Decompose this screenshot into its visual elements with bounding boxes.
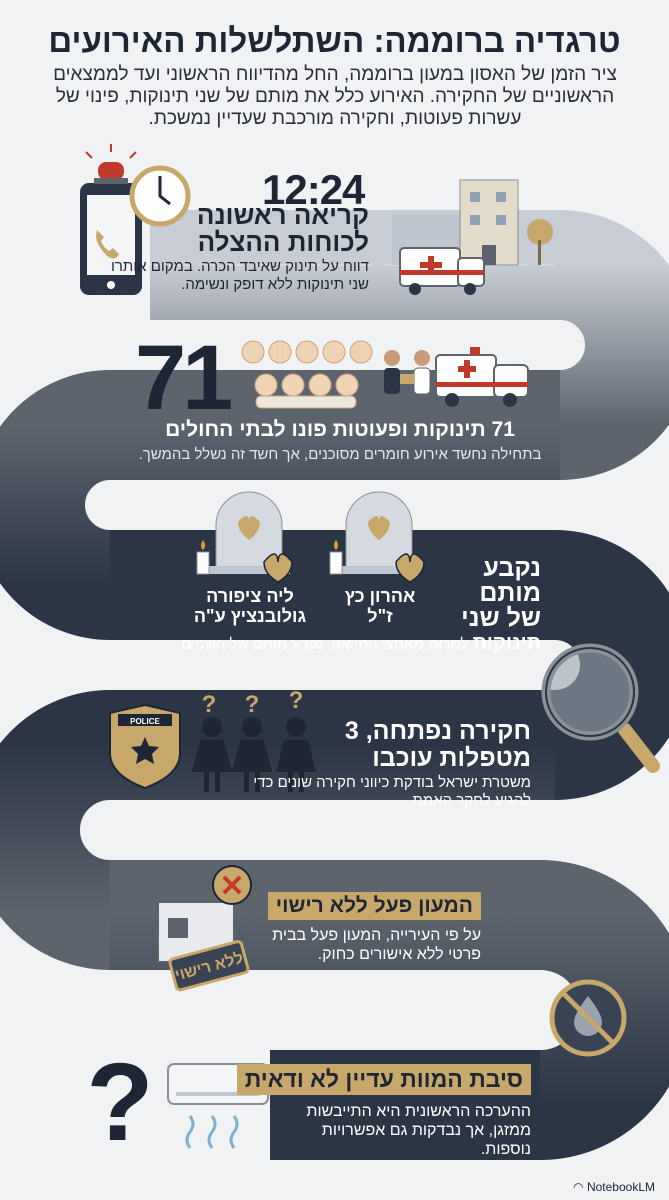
step-5-description: על פי העירייה, המעון פעל בבית פרטי ללא א…	[272, 927, 481, 963]
step-4-description: משטרת ישראל בודקת כיווני חקירה שונים כדי…	[253, 774, 531, 809]
question-mark: ?	[289, 687, 304, 714]
no-water-icon	[549, 979, 627, 1057]
police-badge-text: POLICE	[130, 717, 160, 726]
paramedics-icon	[384, 350, 431, 395]
big-question-mark: ?	[86, 1041, 153, 1164]
step-2-big-number: 71	[135, 327, 233, 429]
road-segment-4	[0, 690, 555, 970]
step-3-description: תינוקות למרות מאמצי החייאה, נקבע מותם של…	[177, 632, 541, 654]
question-mark: ?	[245, 691, 260, 718]
step-6-heading: סיבת המוות עדיין לא ודאית	[236, 1064, 531, 1095]
notebooklm-logo-icon: ◠	[573, 1180, 587, 1194]
clock-icon	[129, 165, 191, 227]
phone-icon	[80, 183, 142, 295]
women-icon	[192, 717, 316, 792]
ambulance-icon	[399, 247, 485, 295]
gravestone-icon	[208, 491, 420, 574]
step-1-description: דווח על תינוק שאיבד הכרה. במקום אותרו שנ…	[110, 258, 369, 293]
step-1-time: 12:24	[262, 166, 365, 213]
step-2-heading: 71 תינוקות ופעוטות פונו לבתי החולים	[165, 418, 515, 441]
babies-icon	[241, 340, 373, 409]
step-2-description: בתחילה נחשד אירוע חומרים מסוכנים, אך חשד…	[138, 446, 542, 463]
road-segment-2	[0, 370, 560, 640]
road-segment-1	[150, 210, 669, 480]
victim-name-2: אהרון כץ ז"ל	[344, 586, 416, 626]
step-6-description: ההערכה הראשונית היא התייבשות ממזגן, אך נ…	[306, 1103, 531, 1158]
question-marks: ? ? ?	[202, 687, 304, 718]
x-icon	[212, 865, 252, 905]
candle-icon	[196, 540, 343, 575]
step-1-heading: קריאה ראשונה לכוחות ההצלה	[196, 200, 369, 257]
magnifier-icon	[541, 643, 660, 773]
question-mark: ?	[202, 691, 217, 718]
step-5-heading: המעון פעל ללא רישוי	[267, 892, 481, 920]
road-segment-5	[110, 860, 669, 1160]
step-4-heading: חקירה נפתחה, 3 מטפלות עוכבו	[344, 717, 531, 772]
victim-name-1: ליה ציפורה גולובנציץ ע"ה	[193, 586, 307, 626]
page-title: טרגדיה ברוממה: השתלשלות האירועים	[48, 22, 621, 59]
alarm-light-icon	[85, 144, 137, 184]
page-subtitle: ציר הזמן של האסון במעון ברוממה, החל מהדי…	[53, 64, 617, 129]
police-badge-icon: POLICE	[109, 703, 181, 790]
heart-icon	[263, 553, 425, 583]
notebooklm-brand: ◠ NotebookLM	[573, 1180, 655, 1194]
ambulance-icon	[435, 347, 529, 407]
step-3-heading: נקבע מותם של שני	[461, 554, 541, 632]
